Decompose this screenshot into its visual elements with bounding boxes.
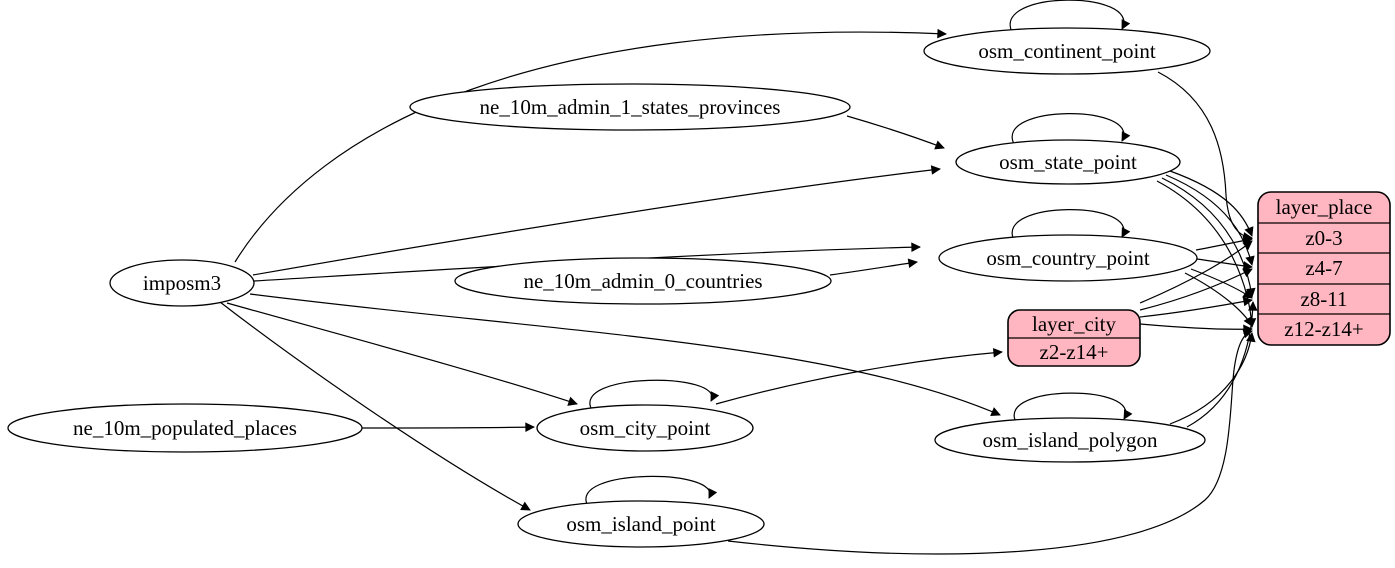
osm_island_polygon-ellipse — [934, 417, 1206, 463]
imposm3-label: imposm3 — [143, 271, 221, 295]
osm_country_point-label: osm_country_point — [986, 246, 1149, 270]
edge-osm_country_point-layer_place-z0-3 — [1195, 235, 1253, 251]
node-osm_country_point: osm_country_point — [938, 234, 1198, 282]
loop-osm_continent_point — [1009, 0, 1131, 33]
layer_city-row-z2-z14: z2-z14+ — [1040, 340, 1109, 364]
osm_continent_point-label: osm_continent_point — [978, 39, 1155, 63]
ne_10m_admin_0_countries-label: ne_10m_admin_0_countries — [523, 269, 762, 293]
edge-imposm3-osm_continent_point — [234, 28, 947, 263]
layer_place-row-z4-7: z4-7 — [1305, 256, 1342, 280]
layer_place-title: layer_place — [1276, 195, 1373, 219]
node-osm_continent_point: osm_continent_point — [923, 27, 1211, 75]
edge-osm_island_polygon-layer_place-z8-11 — [1186, 301, 1258, 428]
edge-ne_10m_populated_places-osm_city_point — [361, 422, 535, 432]
record-layer_city: layer_city z2-z14+ — [1007, 309, 1141, 367]
loop-osm_island_point — [585, 475, 718, 507]
edge-layer_city-layer_place-z8-11 — [1139, 296, 1253, 318]
edge-imposm3-osm_island_point — [219, 301, 531, 511]
node-ne_10m_admin_1_states_provinces: ne_10m_admin_1_states_provinces — [409, 83, 851, 131]
ne_10m_populated_places-label: ne_10m_populated_places — [73, 416, 297, 440]
edge-layer_city-layer_place-z0-3 — [1139, 240, 1253, 304]
osm_island_polygon-label: osm_island_polygon — [982, 428, 1158, 452]
layer_city-title: layer_city — [1032, 312, 1116, 336]
node-osm_island_polygon: osm_island_polygon — [934, 417, 1206, 463]
edge-imposm3-osm_state_point — [252, 165, 941, 276]
osm_island_point-ellipse — [517, 500, 765, 548]
edge-layer_city-layer_place-z4-7 — [1139, 268, 1253, 311]
loop-osm_city_point — [589, 379, 720, 411]
edge-osm_country_point-layer_place-z4-7 — [1196, 258, 1253, 271]
layer_place-row-z12-z14: z12-z14+ — [1284, 317, 1363, 341]
edge-osm_state_point-layer_place-z8-11 — [1161, 177, 1256, 298]
edge-ne_10m_admin_0_countries-osm_country_point — [829, 258, 918, 276]
layer_place-row-z8-11: z8-11 — [1300, 287, 1347, 311]
osm_city_point-label: osm_city_point — [580, 416, 711, 440]
ne_10m_admin_1_states_provinces-ellipse — [409, 83, 851, 131]
osm_state_point-label: osm_state_point — [999, 150, 1137, 174]
node-osm_island_point: osm_island_point — [517, 500, 765, 548]
node-osm_city_point: osm_city_point — [536, 404, 754, 452]
edge-imposm3-osm_island_polygon — [249, 293, 1001, 417]
imposm3-ellipse — [109, 259, 255, 307]
edge-group — [219, 0, 1258, 555]
osm_continent_point-ellipse — [923, 27, 1211, 75]
osm_state_point-ellipse — [955, 139, 1181, 185]
ne_10m_admin_0_countries-ellipse — [454, 257, 832, 305]
edge-osm_state_point-layer_place-z4-7 — [1165, 174, 1255, 266]
layer_place-box — [1257, 191, 1391, 346]
node-imposm3: imposm3 — [109, 259, 255, 307]
edge-imposm3-osm_city_point — [226, 302, 578, 406]
edge-osm_country_point-layer_place-z8-11 — [1190, 268, 1253, 299]
osm_island_point-label: osm_island_point — [566, 512, 716, 536]
node-ne_10m_admin_0_countries: ne_10m_admin_0_countries — [454, 257, 832, 305]
ne_10m_populated_places-ellipse — [7, 403, 363, 453]
loop-osm_island_polygon — [1013, 392, 1133, 423]
osm_country_point-ellipse — [938, 234, 1198, 282]
edge-osm_island_polygon-layer_place-z12-z14 — [1169, 332, 1256, 425]
osm_city_point-ellipse — [536, 404, 754, 452]
edge-layer_city-layer_place-z12-z14 — [1139, 323, 1253, 335]
edge-osm_state_point-layer_place-z12-z14 — [1156, 180, 1257, 328]
node-osm_state_point: osm_state_point — [955, 139, 1181, 185]
layer_place-row-z0-3: z0-3 — [1305, 226, 1342, 250]
node-ne_10m_populated_places: ne_10m_populated_places — [7, 403, 363, 453]
ne_10m_admin_1_states_provinces-label: ne_10m_admin_1_states_provinces — [480, 95, 781, 119]
edge-ne_10m_admin_1_states_provinces-osm_state_point — [846, 115, 945, 150]
edge-osm_country_point-layer_place-z12-z14 — [1184, 272, 1253, 327]
edge-osm_island_point-layer_place-z12-z14 — [727, 328, 1253, 555]
edge-osm_state_point-layer_place-z0-3 — [1169, 170, 1254, 237]
loop-osm_country_point — [1011, 209, 1131, 241]
record-layer_place: layer_place z0-3 z4-7 z8-11 z12-z14+ — [1257, 191, 1391, 346]
edge-osm_city_point-layer_city — [715, 347, 1003, 405]
loop-osm_state_point — [1011, 113, 1131, 145]
